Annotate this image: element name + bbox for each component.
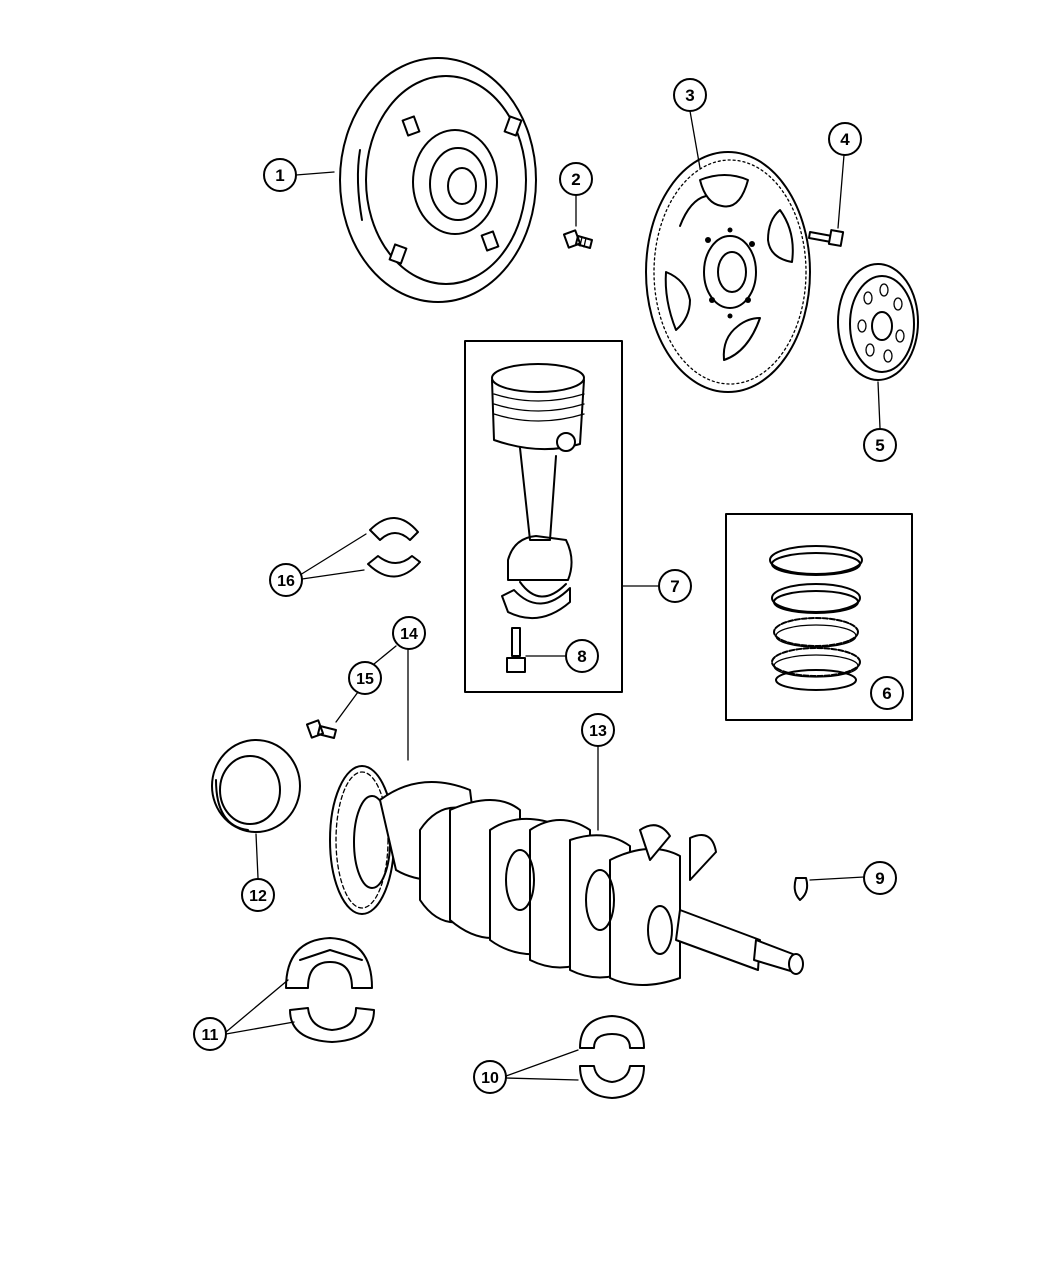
callout-7: 7 bbox=[658, 569, 692, 603]
callout-3: 3 bbox=[673, 78, 707, 112]
svg-text:5: 5 bbox=[875, 436, 884, 455]
svg-text:11: 11 bbox=[202, 1027, 219, 1044]
svg-text:2: 2 bbox=[571, 170, 580, 189]
callout-10: 10 bbox=[473, 1060, 507, 1094]
callout-12: 12 bbox=[241, 878, 275, 912]
svg-text:7: 7 bbox=[670, 577, 679, 596]
piston-rod-box bbox=[464, 340, 623, 693]
svg-text:10: 10 bbox=[481, 1070, 499, 1087]
callout-6: 6 bbox=[870, 676, 904, 710]
svg-text:12: 12 bbox=[249, 888, 267, 905]
svg-text:1: 1 bbox=[275, 166, 284, 185]
woodruff-key bbox=[793, 877, 809, 901]
svg-text:16: 16 bbox=[277, 573, 295, 590]
flex-plate-bolt bbox=[808, 229, 845, 247]
converter-bolt bbox=[562, 229, 593, 249]
callout-8: 8 bbox=[565, 639, 599, 673]
bearing-10 bbox=[579, 1015, 645, 1099]
callout-1: 1 bbox=[263, 158, 297, 192]
bolt-15 bbox=[305, 719, 337, 739]
svg-text:6: 6 bbox=[882, 684, 891, 703]
bearing-16 bbox=[367, 517, 421, 578]
svg-text:3: 3 bbox=[685, 86, 694, 105]
callout-11: 11 bbox=[193, 1017, 227, 1051]
leader-lines bbox=[225, 110, 881, 1081]
svg-text:15: 15 bbox=[356, 671, 374, 688]
svg-text:8: 8 bbox=[577, 647, 586, 666]
bearing-11 bbox=[285, 937, 375, 1043]
torque-converter bbox=[339, 57, 537, 303]
crankshaft bbox=[329, 765, 804, 986]
svg-text:9: 9 bbox=[875, 869, 884, 888]
adapter-plate bbox=[837, 263, 919, 381]
callout-15: 15 bbox=[348, 661, 382, 695]
svg-text:13: 13 bbox=[589, 723, 607, 740]
svg-text:14: 14 bbox=[400, 626, 418, 643]
flex-plate bbox=[645, 151, 811, 393]
svg-text:4: 4 bbox=[840, 130, 850, 149]
callout-9: 9 bbox=[863, 861, 897, 895]
callout-16: 16 bbox=[269, 563, 303, 597]
rear-seal bbox=[211, 739, 301, 833]
callout-2: 2 bbox=[559, 162, 593, 196]
callout-5: 5 bbox=[863, 428, 897, 462]
callout-4: 4 bbox=[828, 122, 862, 156]
piston-rings-box bbox=[725, 513, 913, 721]
callout-14: 14 bbox=[392, 616, 426, 650]
callouts: 1 2 3 4 5 6 7 8 bbox=[193, 78, 904, 1094]
callout-13: 13 bbox=[581, 713, 615, 747]
